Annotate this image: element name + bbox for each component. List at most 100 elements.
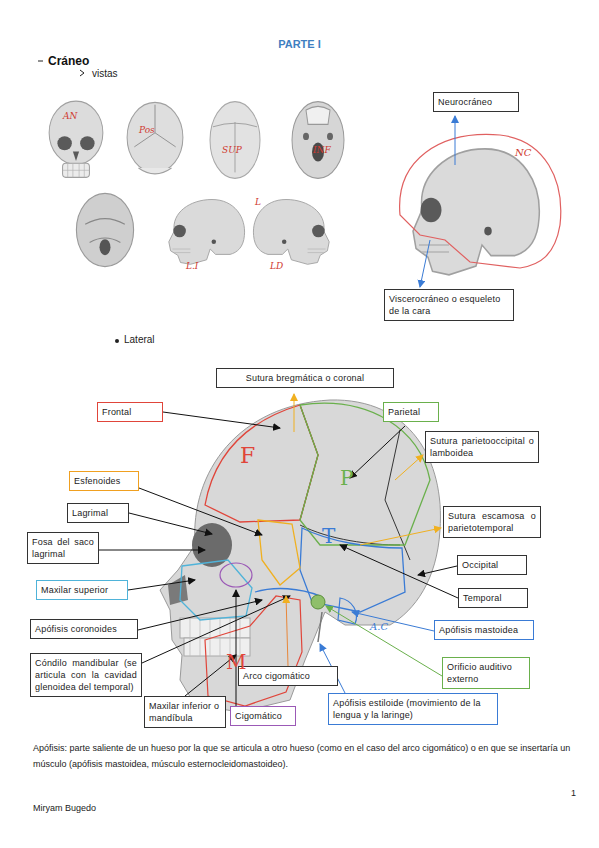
label-box: Apófisis mastoidea: [434, 620, 534, 640]
lateral-skull-part: [255, 589, 320, 596]
neuro-visceral-skull: [400, 116, 561, 287]
lateral-skull-part: [300, 525, 400, 545]
handwritten-note: L.I: [186, 262, 216, 271]
box-text: Frontal: [102, 406, 158, 418]
label-box: Parietal: [383, 402, 439, 422]
leader-lines-part: [142, 596, 290, 663]
box-text: Maxilar inferior o mandíbula: [149, 700, 221, 724]
label-box: Maxilar inferior o mandíbula: [144, 696, 226, 728]
label-box: Sutura parietooccipital o lamboidea: [425, 431, 539, 463]
handwritten-note: LD: [270, 262, 300, 271]
lateral-skull: [160, 400, 440, 712]
box-text: Temporal: [463, 592, 523, 604]
leader-lines-part: [350, 426, 405, 478]
handwritten-letter: F: [240, 445, 270, 467]
neuro-visceral-skull-part: [400, 134, 561, 268]
box-text: Apófisis coronoides: [35, 623, 133, 635]
label-box: Esfenoides: [69, 471, 139, 491]
skull-thumbnails-part: [210, 102, 260, 179]
lateral-skull-part: [168, 575, 188, 605]
author-name: Miryam Bugedo: [33, 803, 233, 814]
skull-thumbnails-part: [253, 200, 329, 265]
box-text: Apófisis mastoidea: [439, 624, 529, 636]
handwritten-note: L: [255, 198, 275, 207]
handwritten-letter: P: [340, 468, 370, 488]
lateral-skull-part: [160, 400, 440, 712]
definition-note: Apófisis: parte saliente de un hueso por…: [33, 741, 573, 773]
section-heading: Cráneo: [48, 54, 128, 68]
leader-lines-part: [352, 612, 434, 631]
leader-lines-part: [236, 590, 237, 706]
handwritten-note: A.C: [370, 622, 410, 632]
page-number: 1: [571, 788, 591, 799]
leader-lines-part: [139, 488, 262, 535]
label-box: Viscerocráneo o esqueleto de la cara: [384, 289, 514, 321]
lateral-skull-part: [220, 563, 252, 587]
box-text: Orificio auditivo externo: [447, 661, 525, 685]
box-text: Maxilar superior: [41, 584, 123, 596]
handwritten-letter: T: [322, 526, 352, 546]
leader-lines-part: [138, 600, 262, 630]
lateral-skull-part: [318, 612, 322, 642]
skull-thumbnails-part: [292, 102, 344, 179]
label-box: Apófisis coronoides: [30, 619, 138, 639]
skull-thumbnails-part-part: [253, 200, 329, 265]
label-box: Cóndilo mandibular (se articula con la c…: [30, 653, 142, 697]
leader-lines-part: [418, 566, 457, 575]
box-text: Arco cigomático: [243, 670, 333, 682]
leader-lines-part: [129, 513, 212, 534]
label-box: Sutura bregmática o coronal: [216, 368, 394, 388]
neuro-visceral-skull-part: [455, 116, 456, 165]
box-text: Lagrimal: [72, 507, 124, 519]
lateral-skull-part: [338, 598, 357, 624]
leader-lines-part: [395, 455, 423, 480]
box-text: Parietal: [388, 406, 434, 418]
lateral-skull-part: [180, 618, 250, 638]
label-box: Apófisis estiloide (movimiento de la len…: [328, 693, 498, 725]
box-text: Cóndilo mandibular (se articula con la c…: [35, 657, 137, 693]
leader-lines-part: [360, 528, 441, 545]
handwritten-letter: M: [226, 652, 256, 672]
leader-lines-part: [294, 394, 295, 432]
label-box: Arco cigomático: [238, 666, 338, 686]
lateral-skull-part: [258, 520, 300, 585]
box-text: Sutura escamosa o parietotemporal: [448, 510, 536, 534]
subheading: vistas: [92, 68, 152, 80]
lateral-skull-part: [205, 405, 318, 522]
skull-thumbnails-part: [127, 102, 183, 173]
label-box: Temporal: [458, 588, 528, 608]
skull-thumbnails-part: [76, 193, 133, 266]
box-text: Occipital: [462, 559, 522, 571]
skull-thumbnails-part: [169, 200, 245, 265]
leader-lines-part: [326, 606, 442, 676]
box-text: Cigomático: [235, 710, 291, 722]
leader-lines: [99, 394, 458, 706]
skull-thumbnails-part: [49, 101, 103, 177]
box-text: Esfenoides: [74, 475, 134, 487]
label-box: Sutura escamosa o parietotemporal: [443, 506, 541, 538]
box-text: Viscerocráneo o esqueleto de la cara: [389, 293, 509, 317]
leader-lines-part: [99, 550, 205, 551]
handwritten-note: INF: [313, 146, 343, 155]
neuro-visceral-skull-part: [420, 240, 430, 287]
handwritten-note: NC: [515, 148, 545, 158]
leader-lines-part: [340, 545, 458, 598]
subheading: Lateral: [124, 334, 204, 346]
neuro-visceral-skull-part: [413, 149, 539, 275]
handwritten-note: Pos: [139, 126, 169, 135]
label-box: Neurocráneo: [433, 92, 519, 112]
box-text: Apófisis estiloide (movimiento de la len…: [333, 697, 493, 721]
page-title: PARTE I: [0, 38, 599, 50]
label-box: Orificio auditivo externo: [442, 657, 530, 689]
lateral-skull-part: [311, 595, 325, 609]
bullet-marks-part: [115, 339, 119, 343]
bullet-marks-part: [80, 70, 84, 76]
label-box: Cigomático: [230, 706, 296, 726]
label-box: Maxilar superior: [36, 580, 128, 600]
leader-lines-part: [286, 596, 288, 666]
box-text: Fosa del saco lagrimal: [32, 536, 94, 560]
box-text: Sutura bregmática o coronal: [221, 372, 389, 384]
label-box: Lagrimal: [67, 503, 129, 523]
